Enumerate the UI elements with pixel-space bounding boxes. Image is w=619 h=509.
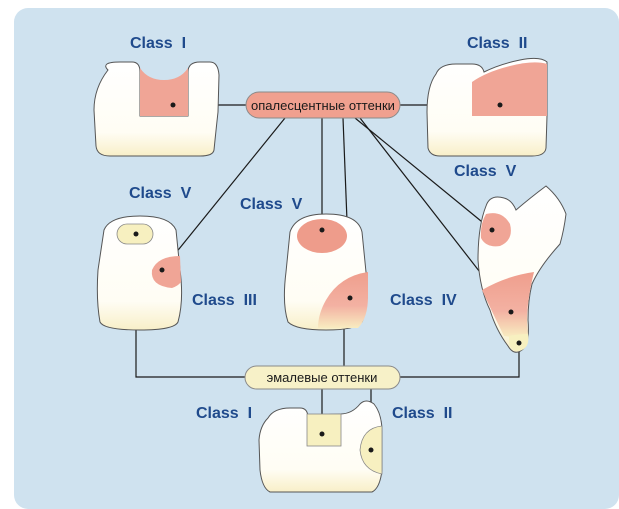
label-bottom-right: Class II <box>392 405 452 422</box>
label-left-top: Class V <box>129 185 192 202</box>
tooth-top-right <box>427 58 547 156</box>
tooth-center <box>284 214 368 330</box>
label-top-right: Class II <box>467 35 527 52</box>
tooth-bottom <box>259 401 382 492</box>
label-bottom-left: Class I <box>196 405 252 422</box>
tooth-left-middle <box>97 216 181 330</box>
opalescent-pill: опалесцентные оттенки <box>246 92 400 118</box>
opalescent-pill-label: опалесцентные оттенки <box>251 98 395 113</box>
label-left-bottom: Class III <box>192 292 257 309</box>
enamel-pill: эмалевые оттенки <box>245 366 400 389</box>
label-center-bottom: Class IV <box>390 292 457 309</box>
label-center-top: Class V <box>240 196 303 213</box>
label-top-left: Class I <box>130 35 186 52</box>
enamel-pill-label: эмалевые оттенки <box>267 370 378 385</box>
label-mid-right: Class V <box>454 163 517 180</box>
